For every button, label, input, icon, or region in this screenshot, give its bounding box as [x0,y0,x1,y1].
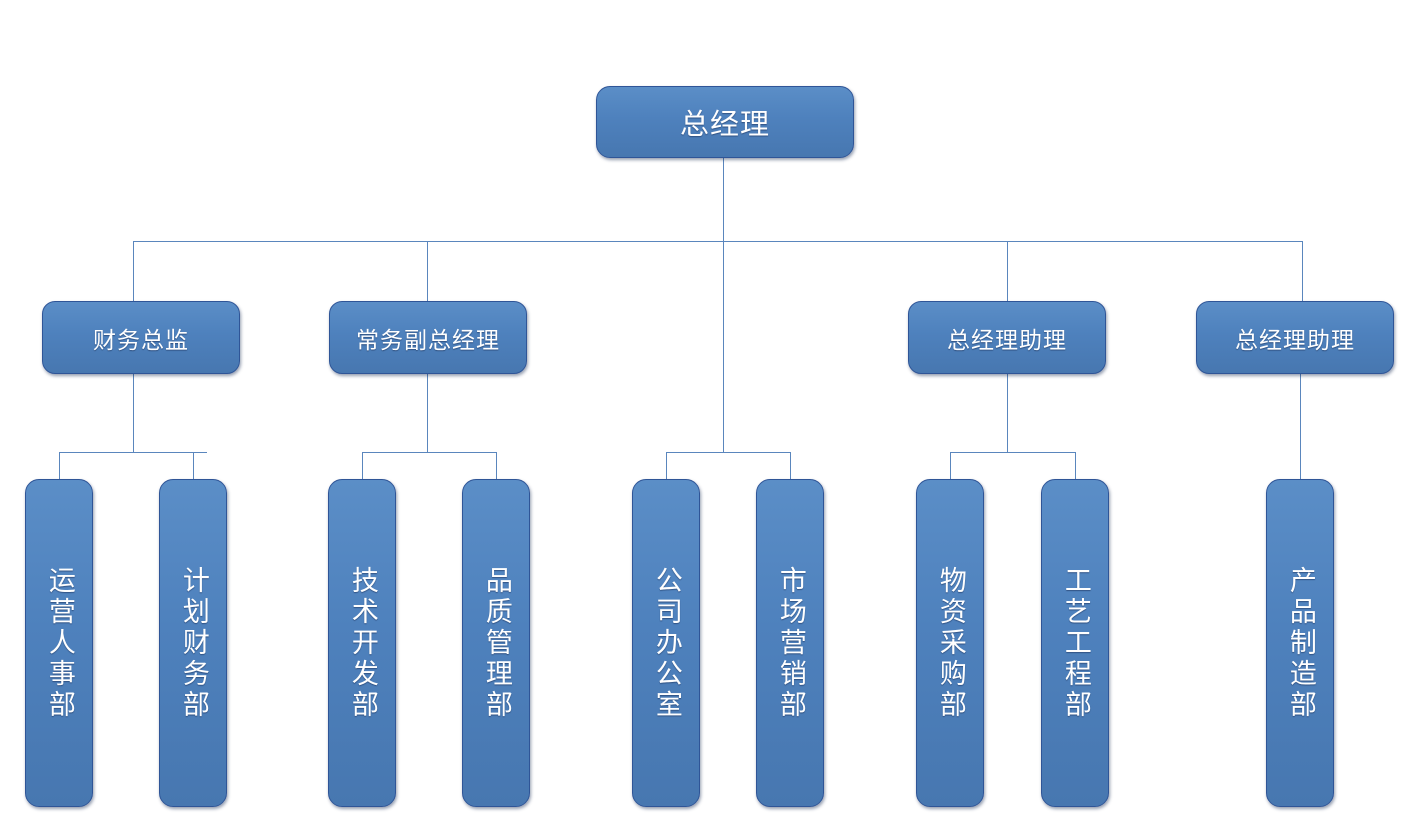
node-dept-quality-management[interactable]: 品质管理部 [462,479,530,807]
node-cfo[interactable]: 财务总监 [42,301,240,374]
connector-cfo-to-d2 [193,452,194,480]
node-dept-operations-hr[interactable]: 运营人事部 [25,479,93,807]
node-gm-assistant-2[interactable]: 总经理助理 [1196,301,1394,374]
node-dept-company-office[interactable]: 公司办公室 [632,479,700,807]
connector-cfo-stem [133,374,134,453]
connector-evp-to-d4 [496,452,497,480]
node-gm-assistant-1[interactable]: 总经理助理 [908,301,1106,374]
connector-evp-to-d3 [362,452,363,480]
connector-ga1-to-d7 [950,452,951,480]
node-executive-deputy-gm[interactable]: 常务副总经理 [329,301,527,374]
node-dept-materials-procurement[interactable]: 物资采购部 [916,479,984,807]
connector-cfo-bus [59,452,207,453]
connector-main-bus [133,241,1303,242]
connector-office-to-d6 [790,452,791,480]
connector-gm-stem [723,158,724,242]
connector-bus-to-ga2 [1302,241,1303,301]
connector-cfo-to-d1 [59,452,60,480]
node-dept-planning-finance[interactable]: 计划财务部 [159,479,227,807]
connector-evp-bus [362,452,497,453]
node-dept-technical-development[interactable]: 技术开发部 [328,479,396,807]
node-general-manager[interactable]: 总经理 [596,86,854,158]
connector-bus-to-cfo [133,241,134,301]
connector-ga1-to-d8 [1075,452,1076,480]
connector-ga2-to-d9 [1300,374,1301,480]
node-dept-product-manufacturing[interactable]: 产品制造部 [1266,479,1334,807]
connector-bus-to-evp [427,241,428,301]
connector-ga1-stem [1007,374,1008,453]
connector-gm-to-office-group [723,241,724,453]
connector-office-bus [666,452,791,453]
connector-ga1-bus [950,452,1076,453]
node-dept-marketing[interactable]: 市场营销部 [756,479,824,807]
connector-office-to-d5 [666,452,667,480]
connector-bus-to-ga1 [1007,241,1008,301]
connector-evp-stem [427,374,428,453]
node-dept-process-engineering[interactable]: 工艺工程部 [1041,479,1109,807]
